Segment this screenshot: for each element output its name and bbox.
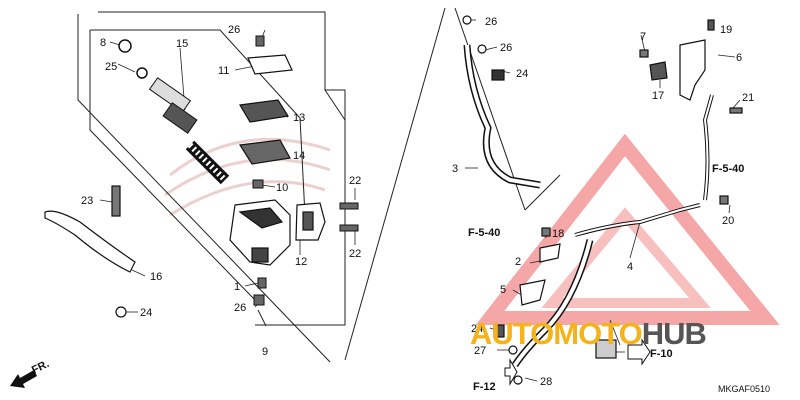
callout-22-a: 22 xyxy=(349,175,361,187)
callout-9: 9 xyxy=(262,346,268,358)
ref-f-5-40-left: F-5-40 xyxy=(468,227,500,239)
callout-labels: 8 15 26 25 11 13 14 10 22 22 23 12 16 1 … xyxy=(81,16,754,388)
callout-8: 8 xyxy=(100,37,106,49)
part-brake-hose-upper xyxy=(463,44,541,189)
callout-3: 3 xyxy=(452,163,458,175)
callout-18: 18 xyxy=(552,228,564,240)
callout-21: 21 xyxy=(742,92,754,104)
part-lever xyxy=(44,185,136,318)
part-brake-hose-lower-inner xyxy=(513,239,592,367)
callout-2: 2 xyxy=(515,256,521,268)
part-brake-hose-upper-inner xyxy=(465,44,541,187)
callout-29: 26 xyxy=(234,302,246,314)
ref-f-10: F-10 xyxy=(650,348,673,360)
front-direction-label: FR. xyxy=(30,358,51,377)
callout-14: 14 xyxy=(293,150,305,162)
callout-5: 5 xyxy=(500,284,506,296)
callout-16: 16 xyxy=(150,271,162,283)
callout-24-upper-right: 24 xyxy=(516,68,528,80)
part-bolts xyxy=(252,35,359,306)
reference-labels: F-5-40 F-5-40 F-10 F-12 xyxy=(468,163,744,393)
callout-17: 17 xyxy=(652,90,664,102)
callout-24-lower: 24 xyxy=(471,323,483,335)
callout-22-b: 22 xyxy=(349,248,361,260)
background-wing-logo xyxy=(164,137,331,217)
callout-28: 26 xyxy=(228,24,240,36)
callout-20: 20 xyxy=(722,215,734,227)
callout-26-third: 27 xyxy=(474,345,486,357)
callout-15: 15 xyxy=(176,38,188,50)
watermark-text-automoto: AUTOMOTO xyxy=(470,316,643,351)
part-clamp-holder xyxy=(295,202,326,241)
callout-4: 4 xyxy=(627,261,633,273)
callout-27: 25 xyxy=(105,61,117,73)
callout-26-second: 26 xyxy=(500,42,512,54)
callout-1: 1 xyxy=(234,281,240,293)
callout-26-bottom: 28 xyxy=(540,376,552,388)
diagram-code: MKGAF0510 xyxy=(718,384,770,394)
watermark-text-hub: HUB xyxy=(641,316,707,351)
callout-7: 7 xyxy=(640,31,646,43)
callout-12: 12 xyxy=(295,256,307,268)
part-small-rings xyxy=(118,39,148,79)
part-reservoir-cap xyxy=(238,54,293,165)
callout-19: 19 xyxy=(720,24,732,36)
part-piston-set xyxy=(148,77,230,185)
callout-13: 13 xyxy=(293,112,305,124)
callout-11: 11 xyxy=(218,65,229,77)
warning-triangle-watermark xyxy=(475,133,780,325)
callout-6: 6 xyxy=(736,52,742,64)
ref-f-5-40-right: F-5-40 xyxy=(712,163,744,175)
callout-10: 10 xyxy=(276,182,288,194)
ref-f-12: F-12 xyxy=(473,381,496,393)
callout-23: 23 xyxy=(81,195,93,207)
reference-arrows xyxy=(504,338,651,386)
part-master-cylinder-body xyxy=(229,199,291,266)
callout-26-top: 26 xyxy=(485,16,497,28)
callout-25: 24 xyxy=(140,307,152,319)
automotohub-watermark-logo: AUTOMOTOHUB xyxy=(470,316,707,351)
front-direction-arrow-icon xyxy=(10,370,37,388)
part-bracket xyxy=(462,15,743,385)
part-brake-pipe-inner xyxy=(574,94,713,236)
